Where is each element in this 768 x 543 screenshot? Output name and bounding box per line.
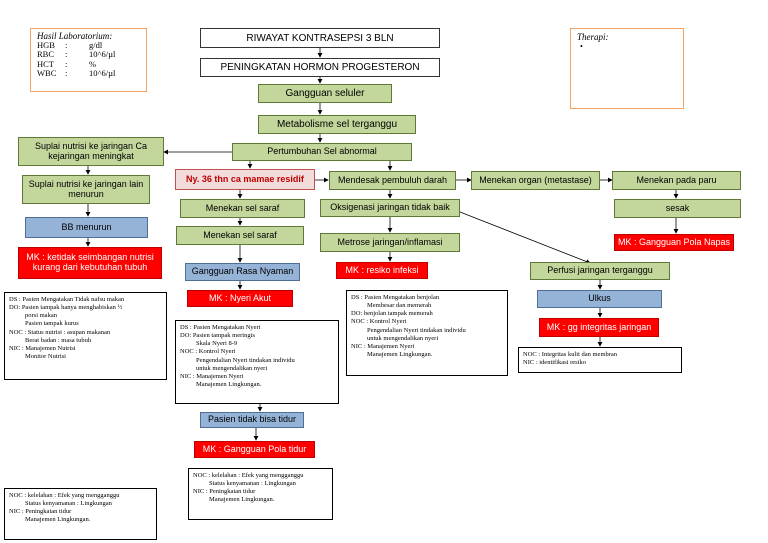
suplai-lain-box: Suplai nutrisi ke jaringan lain menurun [22, 175, 150, 204]
note-nyeri: DS : Pasien Mengatakan Nyeri DO: Pasien … [175, 320, 339, 404]
therapy-box: Therapi: • [570, 28, 684, 109]
lab-row-hgb: HGB:g/dl [37, 40, 103, 50]
mendesak-box: Mendesak pembuluh darah [329, 171, 456, 190]
lab-row-wbc: WBC:10^6/µl [37, 68, 116, 79]
patient-box: Ny. 36 thn ca mamae residif [175, 169, 315, 190]
pertumbuhan-box: Pertumbuhan Sel abnormal [232, 143, 412, 161]
note-integritas: NOC : Integritas kulit dan membran NIC :… [518, 347, 682, 373]
ulkus-box: Ulkus [537, 290, 662, 308]
therapy-title: Therapi: [577, 32, 609, 42]
riwayat-box: RIWAYAT KONTRASEPSI 3 BLN [200, 28, 440, 48]
note-tidur: NOC : kelelahan : Efek yang mengganggu S… [188, 468, 333, 520]
mk-napas-box: MK : Gangguan Pola Napas [614, 234, 734, 251]
pasien-tidur-box: Pasien tidak bisa tidur [200, 412, 304, 428]
note-kelelahan: NOC : kelelahan : Efek yang mengganggu S… [4, 488, 157, 540]
lab-results-box: Hasil Laboratorium: HGB:g/dl RBC:10^6/µl… [30, 28, 147, 92]
gangguan-nyaman-box: Gangguan Rasa Nyaman [185, 263, 300, 281]
lab-title: Hasil Laboratorium: [37, 31, 113, 41]
mk-infeksi-box: MK : resiko infeksi [336, 262, 428, 279]
lab-row-hct: HCT:% [37, 58, 97, 69]
oksigenasi-box: Oksigenasi jaringan tidak baik [320, 199, 460, 217]
metrose-box: Metrose jaringan/inflamasi [320, 233, 460, 252]
menekan-saraf-1-box: Menekan sel saraf [180, 199, 305, 218]
mk-nutrisi-box: MK : ketidak seimbangan nutrisi kurang d… [18, 247, 162, 279]
lab-row-rbc: RBC:10^6/µl [37, 49, 116, 60]
sesak-box: sesak [614, 199, 741, 218]
note-nutrisi: DS : Pasien Mengatakan Tidak nafsu makan… [4, 292, 167, 380]
arrow-oksigenasi-perfusi [459, 211, 591, 264]
gangguan-seluler-box: Gangguan seluler [258, 84, 392, 103]
menekan-organ-box: Menekan organ (metastase) [471, 171, 600, 190]
suplai-ca-box: Suplai nutrisi ke jaringan Ca kejaringan… [18, 137, 164, 166]
metabolisme-box: Metabolisme sel terganggu [258, 115, 416, 134]
menekan-saraf-2-box: Menekan sel saraf [176, 226, 304, 245]
perfusi-box: Perfusi jaringan terganggu [530, 262, 670, 280]
peningkatan-box: PENINGKATAN HORMON PROGESTERON [200, 58, 440, 77]
mk-tidur-box: MK : Gangguan Pola tidur [194, 441, 315, 458]
note-infeksi: DS : Pasien Mengatakan benjolan Membesar… [346, 290, 508, 376]
mk-integritas-box: MK : gg integritas jaringan [539, 318, 659, 337]
menekan-paru-box: Menekan pada paru [612, 171, 741, 190]
therapy-bullet: • [580, 42, 583, 51]
bb-menurun-box: BB menurun [25, 217, 148, 238]
mk-nyeri-box: MK : Nyeri Akut [187, 290, 293, 307]
